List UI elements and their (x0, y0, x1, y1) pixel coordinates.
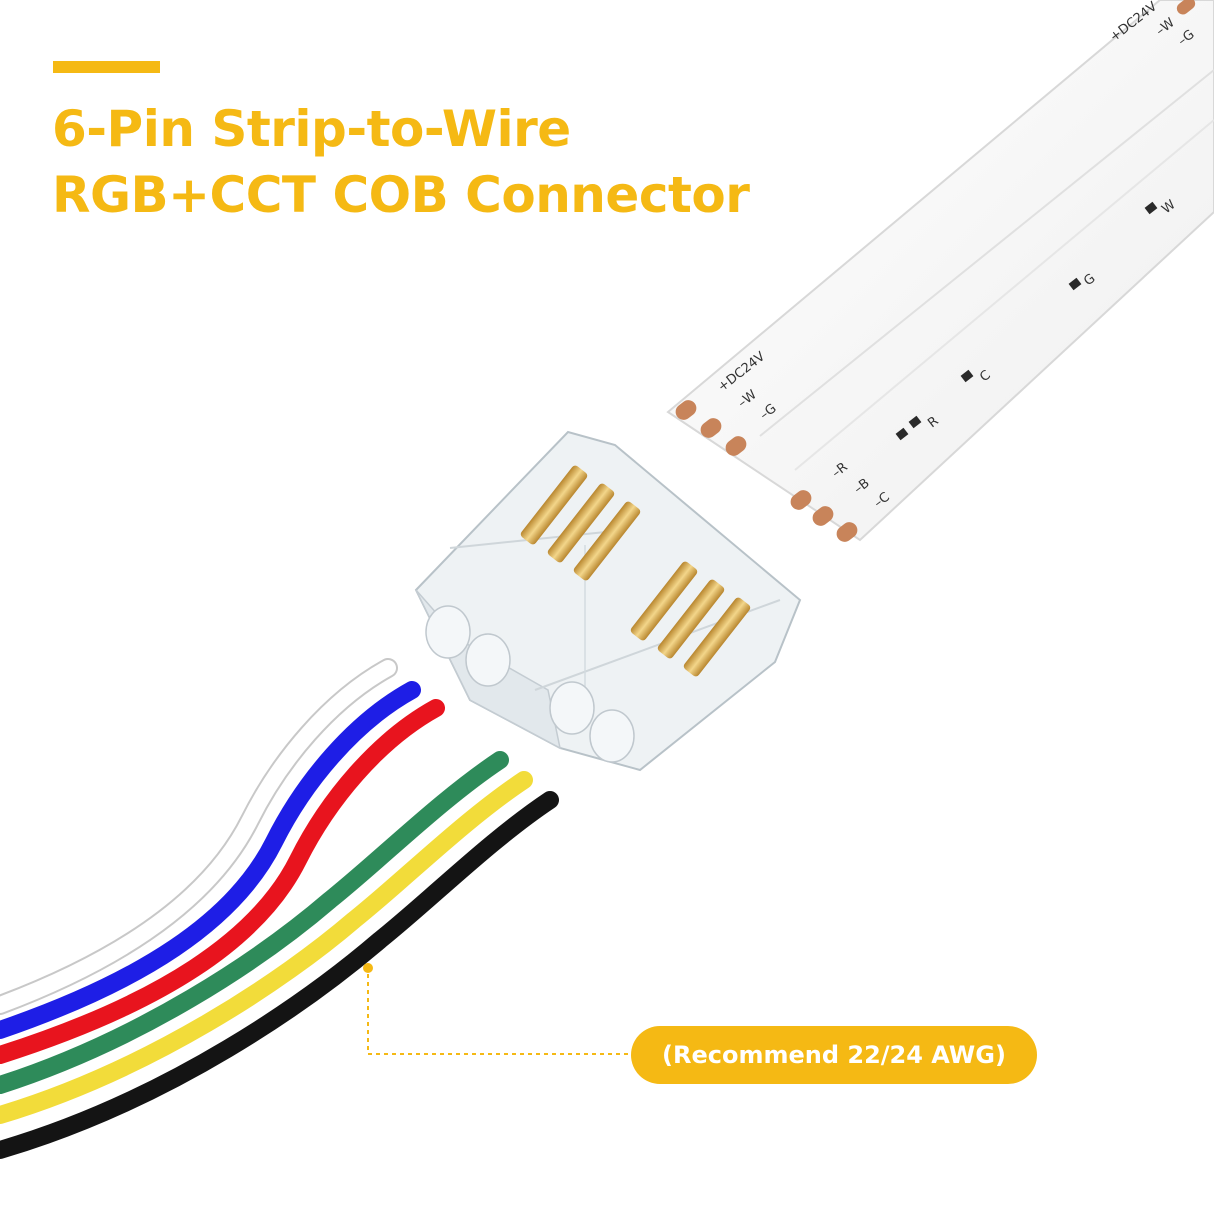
callout-leader (363, 963, 632, 1055)
wire-black (0, 791, 559, 1159)
wire-blue (0, 681, 421, 1039)
wire-bundle (0, 658, 559, 1159)
copper-pads (675, 0, 1196, 542)
wire-yellow (0, 771, 533, 1124)
smd-markers (895, 201, 1158, 441)
gold-pins-left (520, 465, 641, 581)
wire-green (0, 751, 509, 1094)
accent-bar (53, 61, 160, 73)
title-line-1: 6-Pin Strip-to-Wire (52, 100, 571, 158)
wire-red (0, 699, 445, 1064)
awg-callout: (Recommend 22/24 AWG) (631, 1026, 1037, 1084)
led-strip: +DC24V –W –G –R –B –C +DC24V –W –G W G C… (666, 0, 1214, 542)
page-title: 6-Pin Strip-to-Wire RGB+CCT COB Connecto… (52, 96, 750, 228)
strip-label-b: –B (851, 476, 872, 497)
gold-pins-right (630, 561, 751, 677)
connector (414, 430, 802, 772)
title-line-2: RGB+CCT COB Connector (52, 166, 750, 224)
